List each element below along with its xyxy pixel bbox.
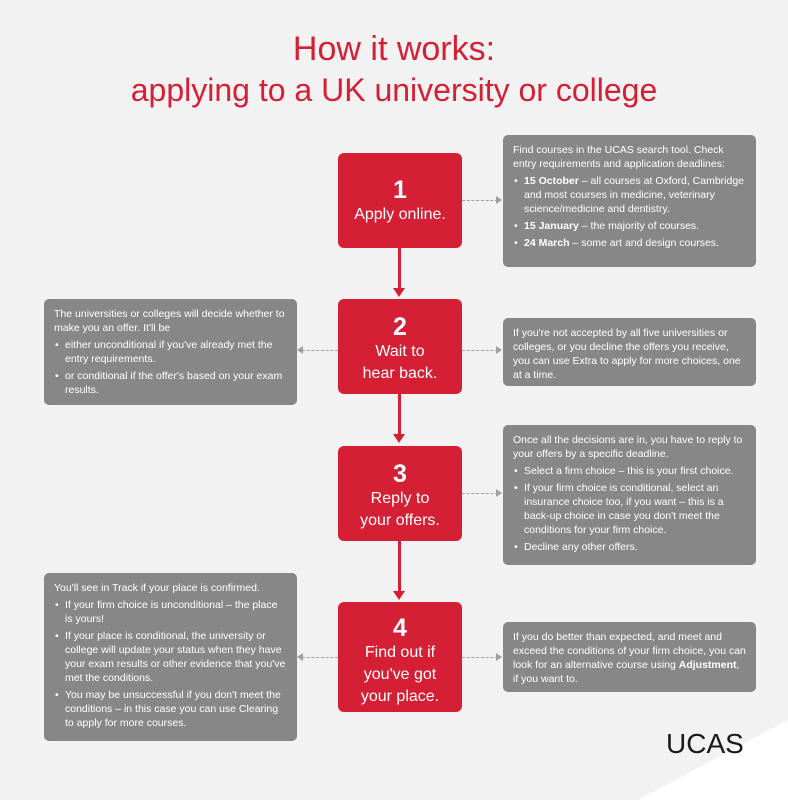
list-item: Select a firm choice – this is your firs… [513,464,746,478]
arrowhead-3-4 [393,591,405,600]
title-line-2: applying to a UK university or college [130,72,658,108]
arrowhead-1-2 [393,288,405,297]
list-item: either unconditional if you've already m… [54,338,287,366]
box6-bold: Adjustment [678,659,737,671]
deadline-date: 15 October [524,175,579,187]
arrow-right-icon [496,653,502,661]
title-line-1: How it works: [292,30,496,68]
list-item: 24 March – some art and design courses. [513,236,746,250]
info-box-adjustment: If you do better than expected, and meet… [503,622,756,692]
connector-1-2 [398,248,401,288]
step-2-number: 2 [393,313,407,341]
info-box-reply: Once all the decisions are in, you have … [503,425,756,565]
arrowhead-2-3 [393,434,405,443]
list-item: 15 January – the majority of courses. [513,219,746,233]
deadline-date: 15 January [524,220,579,232]
deadline-desc: – all courses at Oxford, Cambridge and m… [524,175,745,215]
arrow-right-icon [496,489,502,497]
box6-text-after: , if you want to. [513,659,740,685]
list-item: Decline any other offers. [513,540,746,554]
step-1: 1 Apply online. [338,153,462,248]
deadline-date: 24 March [524,237,570,249]
step-1-number: 1 [393,176,407,204]
step-4: 4 Find out if you've got your place. [338,602,462,712]
connector-2-3 [398,394,401,434]
arrow-right-icon [496,196,502,204]
step-3: 3 Reply to your offers. [338,446,462,541]
deadline-desc: – some art and design courses. [569,237,719,249]
list-item: If your place is conditional, the univer… [54,629,287,685]
connector-3-4 [398,541,401,591]
step-2-label: Wait to hear back. [362,343,438,382]
list-item: 15 October – all courses at Oxford, Camb… [513,174,746,216]
dash-step1-box1 [462,200,498,201]
box5-intro: You'll see in Track if your place is con… [54,582,260,594]
step-2: 2 Wait to hear back. [338,299,462,394]
dash-step4-box6 [462,657,498,658]
info-box-decisions: The universities or colleges will decide… [44,299,297,405]
info-box-deadlines: Find courses in the UCAS search tool. Ch… [503,135,756,267]
box3-text: If you're not accepted by all five unive… [513,327,741,381]
list-item: If your firm choice is unconditional – t… [54,598,287,626]
step-4-label: Find out if you've got your place. [360,644,440,705]
step-4-number: 4 [393,614,407,642]
dash-step4-box5 [302,657,338,658]
box6-text-before: If you do better than expected, and meet… [513,631,746,671]
arrow-right-icon [496,346,502,354]
list-item: If your firm choice is conditional, sele… [513,481,746,537]
arrow-left-icon [297,653,303,661]
box2-intro: The universities or colleges will decide… [54,308,285,334]
corner-decoration [638,720,788,800]
box4-intro: Once all the decisions are in, you have … [513,434,743,460]
step-3-label: Reply to your offers. [360,490,440,529]
box6-text: If you do better than expected, and meet… [513,630,746,686]
list-item: or conditional if the offer's based on y… [54,369,287,397]
step-3-number: 3 [393,460,407,488]
ucas-logo: UCAS [666,728,744,759]
deadline-desc: – the majority of courses. [578,220,700,232]
info-box-track: You'll see in Track if your place is con… [44,573,297,741]
arrow-left-icon [297,346,303,354]
dash-step2-box2 [302,350,338,351]
dash-step2-box3 [462,350,498,351]
info-box-extra: If you're not accepted by all five unive… [503,318,756,386]
box1-intro: Find courses in the UCAS search tool. Ch… [513,144,725,170]
list-item: You may be unsuccessful if you don't mee… [54,688,287,730]
dash-step3-box4 [462,493,498,494]
step-1-label: Apply online. [354,206,446,223]
